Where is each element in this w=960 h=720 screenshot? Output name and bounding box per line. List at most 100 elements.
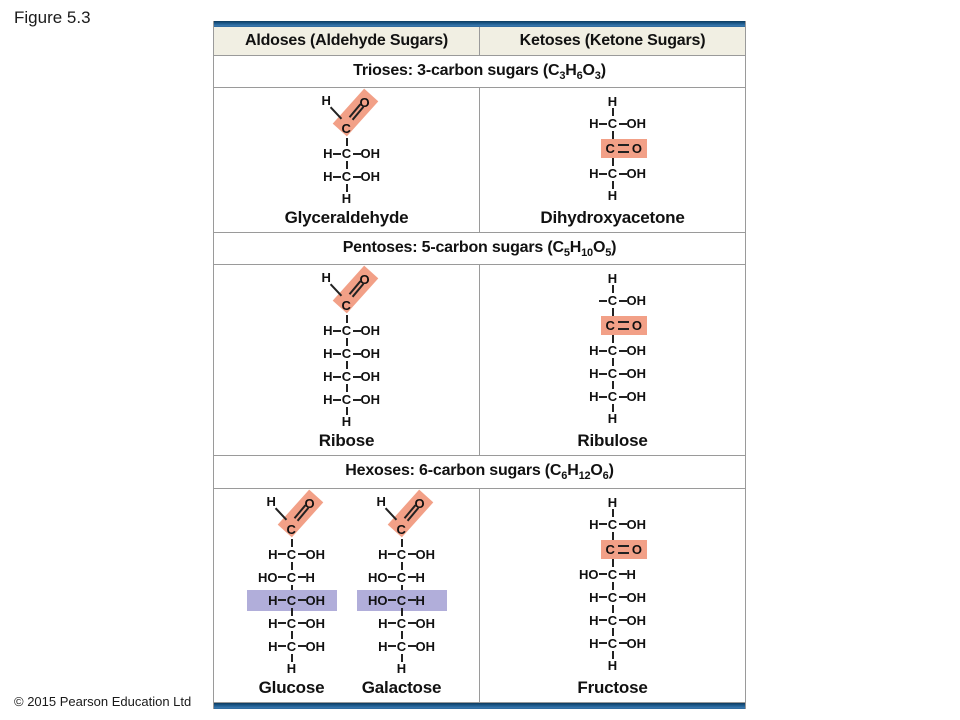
bond-horizontal — [297, 622, 306, 625]
left-substituent: H — [378, 638, 388, 654]
left-substituent: H — [378, 615, 388, 631]
carbon-atom: C — [607, 293, 618, 309]
left-substituent: H — [323, 146, 333, 162]
right-substituent: H — [415, 592, 425, 608]
bond-horizontal — [618, 299, 627, 302]
bond-vertical — [611, 404, 614, 413]
left-substituent: H — [268, 546, 278, 562]
galactose-label: Galactose — [361, 677, 442, 697]
bond-horizontal — [598, 596, 607, 599]
right-substituent: OH — [626, 116, 647, 132]
bond-vertical — [290, 584, 293, 593]
bond-diagonal — [329, 106, 342, 120]
bond-horizontal — [332, 329, 341, 332]
bond-horizontal — [352, 329, 361, 332]
bond-horizontal — [407, 645, 416, 648]
bond-horizontal — [618, 523, 627, 526]
left-substituent: H — [323, 392, 333, 408]
band-pentoses: Pentoses: 5-carbon sugars (C5H10O5) — [214, 233, 745, 266]
bond-horizontal — [352, 375, 361, 378]
bond-horizontal — [387, 576, 396, 579]
formula-subscript: 10 — [581, 247, 593, 260]
right-substituent: OH — [305, 592, 326, 608]
carbon-atom: C — [286, 521, 296, 537]
bond-horizontal — [407, 599, 416, 602]
band-trioses: Trioses: 3-carbon sugars (C3H6O3) — [214, 56, 745, 89]
bond-vertical — [345, 161, 348, 170]
right-substituent: OH — [626, 612, 647, 628]
hydrogen-atom: H — [321, 270, 331, 286]
carbon-atom: C — [607, 635, 618, 651]
bond-vertical — [290, 653, 293, 662]
table-bottom-border — [214, 702, 745, 709]
bond-horizontal — [598, 619, 607, 622]
figure-label: Figure 5.3 — [14, 8, 91, 27]
left-substituent: H — [589, 516, 599, 532]
bond-vertical — [345, 407, 348, 416]
right-substituent: H — [415, 569, 425, 585]
right-substituent: OH — [360, 169, 381, 185]
bond-vertical — [611, 508, 614, 517]
bond-horizontal — [297, 553, 306, 556]
glyceraldehyde-label: Glyceraldehyde — [284, 208, 409, 228]
terminal-hydrogen: H — [341, 191, 352, 207]
bond-vertical — [400, 653, 403, 662]
formula-subscript: 5 — [605, 247, 612, 260]
carbon-atom: C — [396, 546, 407, 562]
bond-vertical — [345, 184, 348, 193]
terminal-hydrogen: H — [286, 660, 297, 676]
bond-horizontal — [598, 122, 607, 125]
header-aldoses: Aldoses (Aldehyde Sugars) — [244, 32, 449, 49]
bond-horizontal — [332, 152, 341, 155]
bond-horizontal — [618, 619, 627, 622]
bond-horizontal — [332, 375, 341, 378]
bond-vertical — [611, 650, 614, 659]
glucose-label: Glucose — [258, 677, 325, 697]
carbon-atom: C — [286, 638, 297, 654]
bond-vertical — [611, 285, 614, 294]
right-substituent: OH — [626, 366, 647, 382]
carbon-atom: C — [396, 615, 407, 631]
bond-horizontal — [598, 372, 607, 375]
bond-vertical — [611, 308, 614, 317]
left-substituent: H — [323, 169, 333, 185]
terminal-hydrogen: H — [607, 411, 618, 427]
carbon-atom: C — [607, 566, 618, 582]
formula-subscript: 3 — [559, 70, 566, 83]
left-substituent: H — [589, 366, 599, 382]
bond-diagonal — [274, 507, 287, 521]
bond-vertical — [611, 581, 614, 590]
double-bond — [617, 321, 629, 331]
left-substituent: HO — [368, 569, 388, 585]
formula-subscript: 12 — [578, 470, 591, 483]
carbon-atom: C — [341, 392, 352, 408]
bond-vertical — [400, 630, 403, 639]
carbon-atom: C — [396, 521, 406, 537]
left-substituent: HO — [258, 569, 278, 585]
bond-horizontal — [277, 599, 286, 602]
right-substituent: OH — [305, 638, 326, 654]
bond-vertical — [290, 607, 293, 616]
ribose-label: Ribose — [318, 431, 375, 451]
right-substituent: H — [626, 566, 636, 582]
bond-vertical — [400, 561, 403, 570]
left-substituent: H — [323, 323, 333, 339]
right-substituent: OH — [305, 546, 326, 562]
